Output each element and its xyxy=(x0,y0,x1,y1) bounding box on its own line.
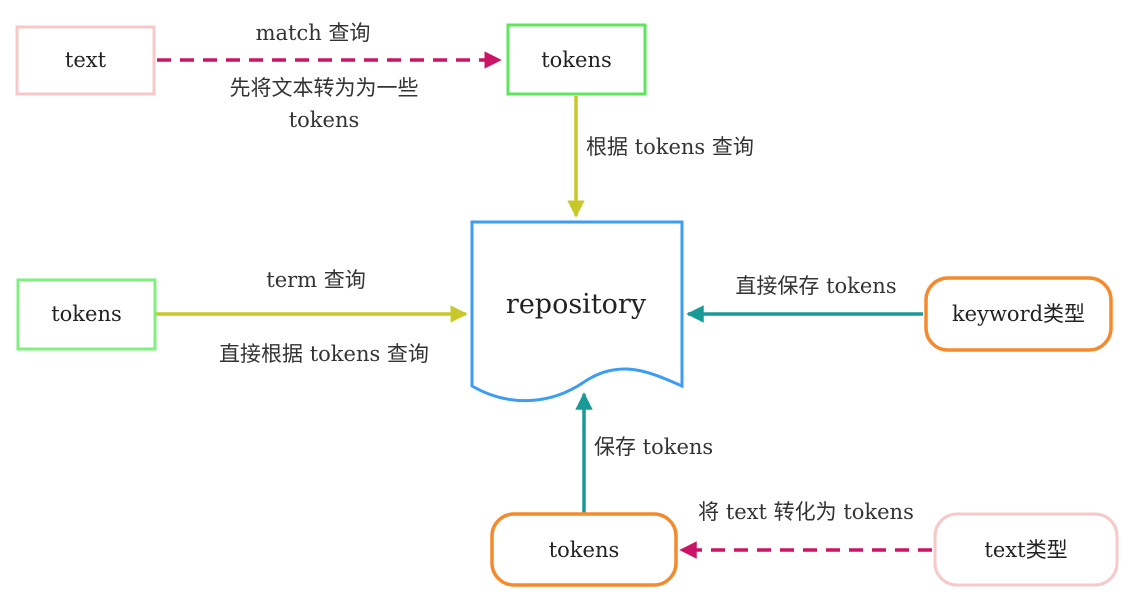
node-text-type-label: text类型 xyxy=(984,538,1067,562)
node-tokens-left-label: tokens xyxy=(51,302,122,326)
node-tokens-top[interactable]: tokens xyxy=(506,23,647,96)
node-tokens-bottom[interactable]: tokens xyxy=(490,512,678,587)
node-repository-label: repository xyxy=(506,289,647,320)
node-keyword-type-box xyxy=(924,276,1113,352)
node-text-type[interactable]: text类型 xyxy=(933,512,1119,587)
edge-keyword-save: 直接保存 tokens xyxy=(686,274,923,323)
edge-term-query: term 查询 直接根据 tokens 查询 xyxy=(155,268,468,366)
edge-bottom-save: 保存 tokens xyxy=(575,392,713,513)
node-text-type-box xyxy=(933,512,1119,587)
edge-text-convert: 将 text 转化为 tokens xyxy=(679,500,932,559)
match-query-desc-line1: 先将文本转为为一些 xyxy=(230,76,419,100)
edge-tokens-query: 根据 tokens 查询 xyxy=(567,96,754,218)
term-query-desc: 直接根据 tokens 查询 xyxy=(219,342,429,366)
node-text-top-box xyxy=(15,25,156,96)
keyword-save-label: 直接保存 tokens xyxy=(735,274,896,298)
tokens-query-label: 根据 tokens 查询 xyxy=(586,135,754,159)
node-tokens-bottom-box xyxy=(490,512,678,587)
node-keyword-type[interactable]: keyword类型 xyxy=(924,276,1113,352)
node-tokens-top-box xyxy=(506,23,647,96)
node-text-top[interactable]: text xyxy=(15,25,156,96)
node-repository[interactable]: repository xyxy=(470,220,684,403)
match-query-label: match 查询 xyxy=(256,21,371,45)
node-tokens-top-label: tokens xyxy=(541,48,612,72)
edge-match-query: match 查询 先将文本转为为一些 tokens xyxy=(157,21,502,132)
node-tokens-left[interactable]: tokens xyxy=(16,278,157,351)
node-keyword-type-label: keyword类型 xyxy=(952,302,1085,326)
text-convert-label: 将 text 转化为 tokens xyxy=(698,500,914,524)
bottom-save-label: 保存 tokens xyxy=(594,435,713,459)
match-query-desc-line2: tokens xyxy=(289,108,360,132)
term-query-label: term 查询 xyxy=(266,268,366,292)
node-text-top-label: text xyxy=(65,48,107,72)
repository-document-shape xyxy=(470,220,684,403)
node-tokens-bottom-label: tokens xyxy=(549,538,620,562)
node-tokens-left-box xyxy=(16,278,157,351)
